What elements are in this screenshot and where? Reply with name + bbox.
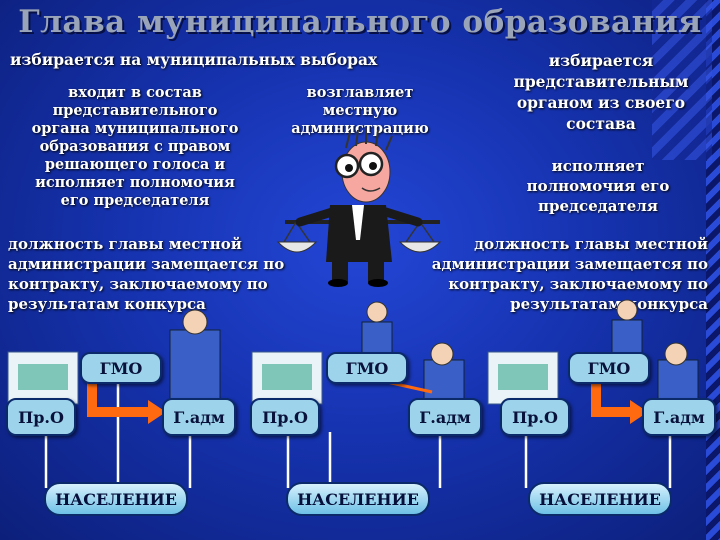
scheme-3-connectors — [524, 376, 672, 488]
left-elected-text: избирается на муниципальных выборах — [10, 50, 378, 69]
scheme-3-admin-head-box: Г.адм — [642, 398, 716, 436]
office-clipart-1 — [7, 309, 221, 430]
decorative-stripe-pattern — [652, 0, 712, 160]
scheme-2-connectors — [286, 378, 442, 488]
scheme-2-population-box: НАСЕЛЕНИЕ — [286, 482, 430, 516]
scheme-1-admin-head-box: Г.адм — [162, 398, 236, 436]
scheme-2-admin-head-box: Г.адм — [408, 398, 482, 436]
scheme-1-gmo-box: ГМО — [80, 352, 162, 384]
page-title: Глава муниципального образования — [18, 4, 702, 40]
scheme-3-council-box: Пр.О — [500, 398, 570, 436]
scheme-1-council-box: Пр.О — [6, 398, 76, 436]
scheme-2-council-box: Пр.О — [250, 398, 320, 436]
scheme-3-population-box: НАСЕЛЕНИЕ — [528, 482, 672, 516]
scheme-1-connectors — [44, 376, 192, 488]
scheme-3-gmo-box: ГМО — [568, 352, 650, 384]
scheme-2-gmo-box: ГМО — [326, 352, 408, 384]
scheme-1-population-box: НАСЕЛЕНИЕ — [44, 482, 188, 516]
